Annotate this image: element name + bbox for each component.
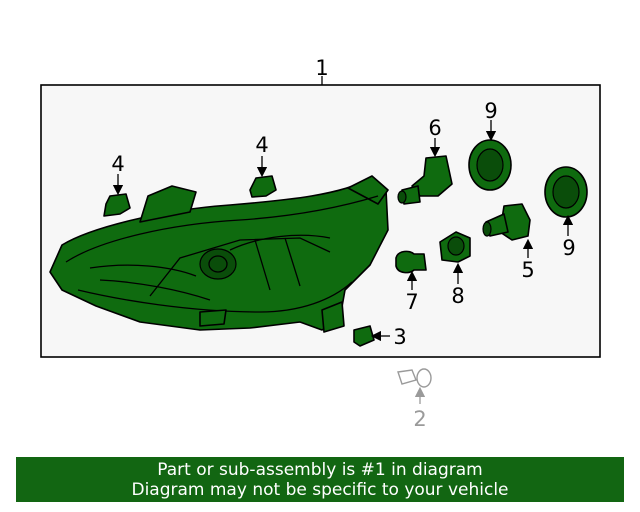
headlamp-assembly[interactable] (49, 175, 389, 333)
banner-line-1: Part or sub-assembly is #1 in diagram (157, 460, 483, 480)
seal-9-upper[interactable] (468, 139, 512, 191)
callout-2: 2 (413, 407, 426, 431)
socket-8[interactable] (439, 231, 471, 263)
bulb-7[interactable] (395, 250, 427, 274)
callout-9-right: 9 (562, 236, 575, 260)
callout-7: 7 (405, 290, 418, 314)
callout-3: 3 (393, 325, 406, 349)
callout-8: 8 (451, 284, 464, 308)
info-banner: Part or sub-assembly is #1 in diagram Di… (16, 457, 624, 502)
banner-line-2: Diagram may not be specific to your vehi… (131, 480, 509, 500)
callout-9-upper: 9 (484, 99, 497, 123)
leader-lines (112, 120, 574, 404)
bulb-5[interactable] (482, 203, 531, 241)
seal-9-right[interactable] (544, 166, 588, 218)
screw-2[interactable] (397, 368, 432, 388)
callout-4-center: 4 (255, 133, 268, 157)
callout-5: 5 (521, 258, 534, 282)
clip-center[interactable] (249, 175, 277, 198)
bulb-6[interactable] (397, 155, 453, 205)
callout-1: 1 (315, 56, 328, 80)
connector-3[interactable] (353, 325, 375, 347)
callout-4-left: 4 (111, 152, 124, 176)
callout-6: 6 (428, 116, 441, 140)
clip-left[interactable] (103, 193, 131, 217)
